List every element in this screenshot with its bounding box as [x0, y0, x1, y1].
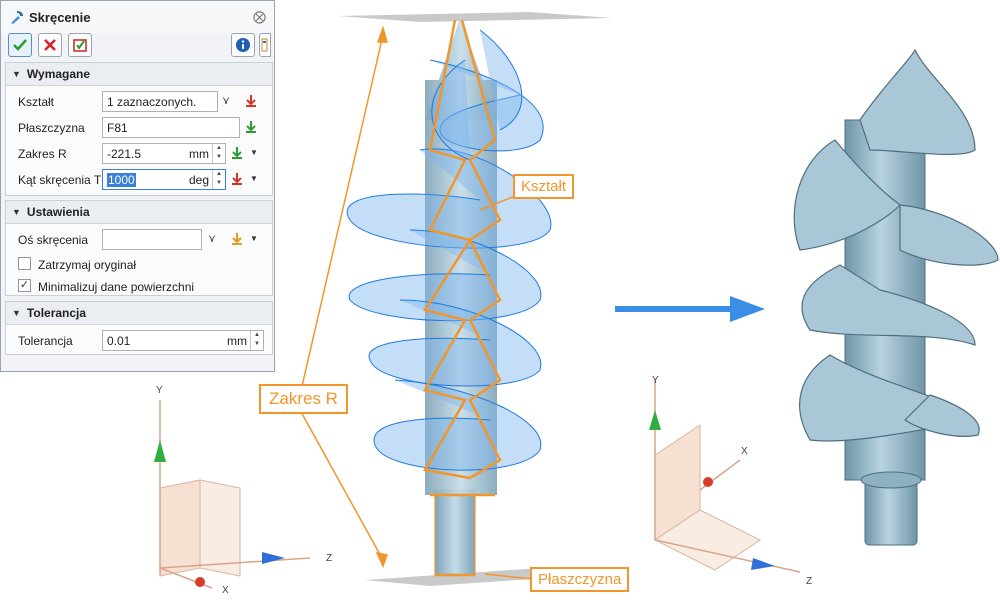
twist-icon — [11, 11, 23, 24]
minimize-label: Minimalizuj dane powierzchni — [38, 280, 195, 294]
callout-shape: Kształt — [513, 174, 575, 199]
source-model[interactable] — [346, 18, 552, 577]
collapse-triangle-icon: ▼ — [12, 207, 21, 217]
axis-triad-right — [649, 380, 801, 573]
plane-field[interactable]: F81 — [102, 117, 240, 138]
ok-button[interactable] — [8, 33, 32, 57]
pick-arrow-icon-red[interactable] — [244, 94, 258, 108]
triad-left-y: Y — [156, 385, 163, 396]
top-plane — [338, 12, 612, 22]
shape-field[interactable]: 1 zaznaczonych. — [102, 91, 218, 112]
apply-button[interactable] — [68, 33, 92, 57]
row-axis: Oś skręcenia ⋎ ▼ — [6, 229, 272, 251]
section-settings-header[interactable]: ▼ Ustawienia — [6, 201, 272, 224]
pick-arrow-icon-red[interactable] — [230, 172, 244, 186]
tolerance-unit: mm — [227, 334, 247, 348]
axis-field[interactable] — [102, 229, 202, 250]
section-tolerance: ▼ Tolerancja Tolerancja 0.01 mm ▲▼ — [5, 301, 273, 355]
triad-right-x: X — [741, 446, 748, 457]
axis-label: Oś skręcenia — [18, 233, 89, 247]
row-tolerance: Tolerancja 0.01 mm ▲▼ — [6, 330, 272, 352]
angle-value: 1000 — [107, 173, 136, 187]
help-button[interactable] — [259, 33, 271, 57]
twist-dialog: Skręcenie ⨂ ▼ Wymagane Kształt 1 zazna — [0, 0, 275, 372]
angle-field[interactable]: 1000 deg ▲▼ — [102, 169, 226, 190]
range-arrow — [299, 25, 389, 568]
range-value: -221.5 — [107, 147, 142, 161]
collapse-icon[interactable]: ⨂ — [253, 9, 266, 24]
info-button[interactable] — [231, 33, 255, 57]
cancel-button[interactable] — [38, 33, 62, 57]
section-settings-title: Ustawienia — [26, 205, 90, 219]
row-shape: Kształt 1 zaznaczonych. ⋎ — [6, 91, 272, 113]
help-icon — [261, 38, 268, 52]
range-spinner[interactable]: ▲▼ — [212, 144, 225, 163]
dialog-toolbar — [1, 33, 274, 59]
dropdown-arrow-icon[interactable]: ▼ — [250, 234, 258, 243]
tolerance-field[interactable]: 0.01 mm ▲▼ — [102, 330, 264, 351]
section-required-header[interactable]: ▼ Wymagane — [6, 63, 272, 86]
range-field[interactable]: -221.5 mm ▲▼ — [102, 143, 226, 164]
collapse-triangle-icon: ▼ — [12, 69, 21, 79]
range-label: Zakres R — [18, 147, 67, 161]
section-required-title: Wymagane — [26, 67, 91, 81]
tolerance-label: Tolerancja — [18, 334, 73, 348]
keep-original-checkbox[interactable] — [18, 257, 31, 270]
triad-right-y: Y — [652, 375, 659, 386]
section-tolerance-header[interactable]: ▼ Tolerancja — [6, 302, 272, 325]
keep-original-label: Zatrzymaj oryginał — [38, 258, 137, 272]
check-icon — [13, 39, 27, 51]
info-icon — [236, 38, 250, 52]
x-icon — [44, 39, 56, 51]
pick-arrow-icon-green[interactable] — [244, 120, 258, 134]
range-unit: mm — [189, 147, 209, 161]
row-keep-original: Zatrzymaj oryginał — [6, 254, 272, 276]
section-settings: ▼ Ustawienia Oś skręcenia ⋎ ▼ Zatrzymaj … — [5, 200, 273, 296]
callout-range: Zakres R — [259, 384, 348, 414]
triad-left-z: Z — [326, 553, 332, 564]
triad-left-x: X — [222, 585, 229, 596]
row-plane: Płaszczyzna F81 — [6, 117, 272, 139]
dialog-title: Skręcenie — [29, 9, 91, 25]
shape-label: Kształt — [18, 95, 55, 109]
pick-arrow-icon-orange[interactable] — [230, 232, 244, 246]
angle-spinner[interactable]: ▲▼ — [212, 170, 225, 189]
double-chevron-icon[interactable]: ⋎ — [222, 95, 231, 107]
double-chevron-icon[interactable]: ⋎ — [208, 233, 217, 245]
apply-icon — [73, 39, 87, 52]
row-angle: Kąt skręcenia T 1000 deg ▲▼ ▼ — [6, 169, 272, 191]
axis-triad-left — [154, 400, 311, 589]
angle-unit: deg — [188, 173, 209, 187]
dropdown-arrow-icon[interactable]: ▼ — [250, 148, 258, 157]
section-required: ▼ Wymagane Kształt 1 zaznaczonych. ⋎ Pła… — [5, 62, 273, 196]
row-minimize: ✓ Minimalizuj dane powierzchni — [6, 276, 272, 298]
dialog-titlebar: Skręcenie ⨂ — [1, 1, 274, 33]
minimize-checkbox[interactable]: ✓ — [18, 279, 31, 292]
callout-plane: Płaszczyzna — [530, 567, 630, 592]
pick-arrow-icon-green[interactable] — [230, 146, 244, 160]
triad-right-z: Z — [806, 576, 812, 587]
result-model[interactable] — [793, 48, 999, 546]
tolerance-spinner[interactable]: ▲▼ — [250, 331, 263, 350]
plane-label: Płaszczyzna — [18, 121, 85, 135]
angle-label: Kąt skręcenia T — [18, 173, 102, 187]
result-arrow — [615, 296, 765, 322]
tolerance-value: 0.01 — [107, 334, 131, 348]
dropdown-arrow-icon[interactable]: ▼ — [250, 174, 258, 183]
row-range: Zakres R -221.5 mm ▲▼ ▼ — [6, 143, 272, 165]
callout-leaders — [479, 195, 533, 580]
collapse-triangle-icon: ▼ — [12, 308, 21, 318]
section-tolerance-title: Tolerancja — [26, 306, 87, 320]
